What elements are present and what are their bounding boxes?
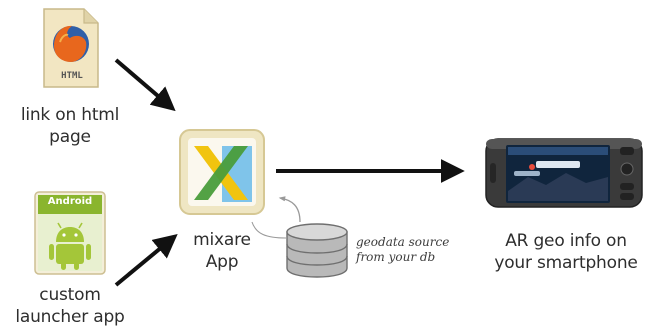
connector-mixare-to-db [251, 221, 287, 239]
firefox-html-document-icon [43, 8, 99, 88]
html-page-label-line1: link on html [20, 105, 120, 125]
db-label: geodata source from your db [356, 235, 466, 265]
launcher-label-line2: launcher app [15, 307, 125, 327]
mixare-label-line1: mixare [193, 230, 251, 250]
phone-label: AR geo info on your smartphone [484, 230, 648, 274]
html-icon-text: HTML [61, 71, 83, 81]
android-launcher-icon [34, 191, 106, 275]
launcher-label: custom launcher app [0, 284, 140, 328]
database-icon [286, 223, 348, 278]
mixare-app-icon [179, 129, 265, 215]
phone-label-line1: AR geo info on [505, 231, 627, 251]
android-icon-text: Android [47, 196, 93, 207]
arrow-db-to-mixare [278, 196, 301, 223]
db-label-line1: geodata source [356, 235, 450, 249]
arrow-html-to-mixare [114, 58, 176, 112]
launcher-label-line1: custom [39, 285, 101, 305]
html-page-label-line2: page [49, 127, 91, 147]
db-label-line2: from your db [356, 250, 436, 264]
arrow-launcher-to-mixare [114, 233, 178, 287]
html-page-label: link on html page [0, 104, 140, 148]
mixare-label: mixare App [176, 229, 268, 273]
smartphone-icon [485, 138, 643, 208]
phone-label-line2: your smartphone [494, 253, 638, 273]
mixare-label-line2: App [205, 252, 239, 272]
